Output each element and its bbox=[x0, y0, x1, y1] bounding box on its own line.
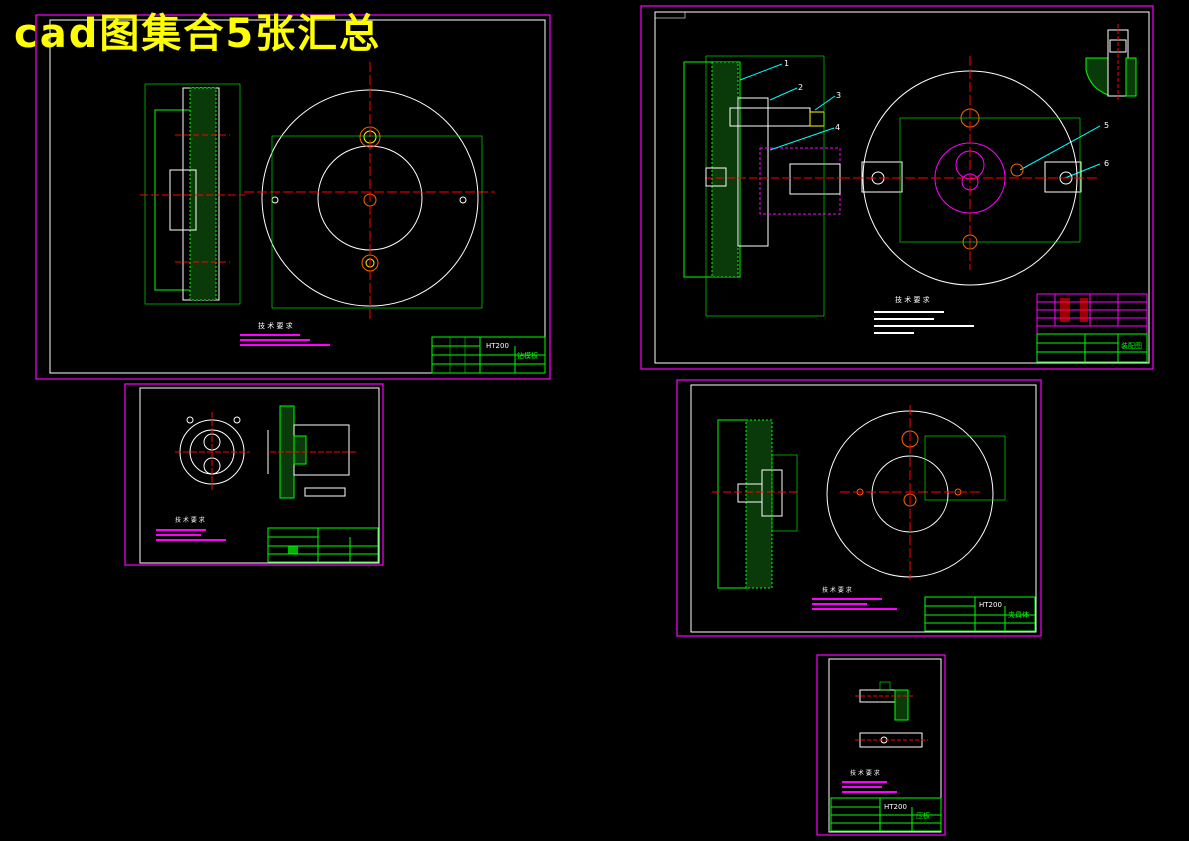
tech-requirements-title: 技 术 要 求 bbox=[850, 769, 880, 777]
tech-requirements-title: 技 术 要 求 bbox=[895, 295, 930, 304]
part-section-view bbox=[267, 405, 358, 499]
front-view bbox=[244, 62, 495, 320]
tech-requirements-title: 技 术 要 求 bbox=[175, 516, 205, 524]
balloon-2: 2 bbox=[798, 83, 803, 92]
assembly-front-view bbox=[840, 56, 1100, 286]
tech-requirements-lines bbox=[156, 529, 226, 541]
part-plan-view bbox=[855, 732, 928, 748]
part-top-view bbox=[855, 681, 915, 721]
part-name-label: 夹具体 bbox=[1008, 610, 1029, 619]
sheet-border bbox=[816, 654, 946, 836]
tech-requirements-lines bbox=[874, 311, 974, 334]
title-block: HT200 钻模板 bbox=[431, 336, 546, 374]
tech-requirements-lines bbox=[240, 334, 330, 346]
code-box bbox=[654, 11, 686, 19]
material-label: HT200 bbox=[884, 803, 907, 811]
sheet-border bbox=[640, 5, 1154, 370]
title-block: 装配图 bbox=[1036, 293, 1148, 363]
balloon-1: 1 bbox=[784, 59, 789, 68]
sheet-border bbox=[676, 379, 1042, 637]
side-view bbox=[140, 83, 245, 305]
title-block: HT200 压板 bbox=[830, 797, 942, 832]
part-front-view bbox=[175, 412, 250, 492]
front-view bbox=[826, 405, 1006, 580]
material-label: HT200 bbox=[979, 601, 1002, 609]
detail-view bbox=[1085, 24, 1137, 100]
part-name-label: 装配图 bbox=[1121, 341, 1142, 350]
material-label: HT200 bbox=[486, 342, 509, 350]
sheet-border bbox=[35, 14, 551, 380]
collection-title: cad图集合5张汇总 bbox=[14, 11, 382, 57]
part-name-label: 压板 bbox=[916, 811, 930, 820]
assembly-side-view bbox=[683, 55, 850, 317]
tech-requirements-lines bbox=[812, 598, 897, 610]
sheet-border bbox=[124, 383, 384, 566]
sheet-frame bbox=[139, 387, 380, 564]
drawing-sheet-5[interactable]: 技 术 要 求 HT200 压板 bbox=[816, 654, 946, 836]
tech-requirements-lines bbox=[842, 781, 897, 793]
tech-requirements-title: 技 术 要 求 bbox=[822, 586, 852, 594]
drawing-sheet-1[interactable]: 技 术 要 求 HT200 钻模板 bbox=[35, 14, 551, 380]
drawing-sheet-3[interactable]: 技 术 要 求 bbox=[124, 383, 384, 566]
balloon-5: 5 bbox=[1104, 121, 1109, 130]
title-block: HT200 夹具体 bbox=[924, 596, 1036, 632]
sheet-frame bbox=[828, 658, 942, 833]
drawing-sheet-4[interactable]: 技 术 要 求 HT200 夹具体 bbox=[676, 379, 1042, 637]
drawing-sheet-2[interactable]: 1 2 3 4 5 6 bbox=[640, 5, 1154, 370]
sheet-frame bbox=[690, 384, 1037, 633]
part-name-label: 钻模板 bbox=[517, 351, 538, 360]
balloon-3: 3 bbox=[836, 91, 841, 100]
sheet-frame bbox=[654, 11, 1150, 364]
balloon-6: 6 bbox=[1104, 159, 1109, 168]
balloon-4: 4 bbox=[835, 123, 840, 132]
tech-requirements-title: 技 术 要 求 bbox=[258, 321, 293, 330]
sheet-frame bbox=[49, 19, 546, 374]
balloon-leaders: 1 2 3 4 5 6 bbox=[739, 59, 1109, 179]
title-block bbox=[267, 527, 379, 563]
side-view bbox=[712, 419, 800, 589]
